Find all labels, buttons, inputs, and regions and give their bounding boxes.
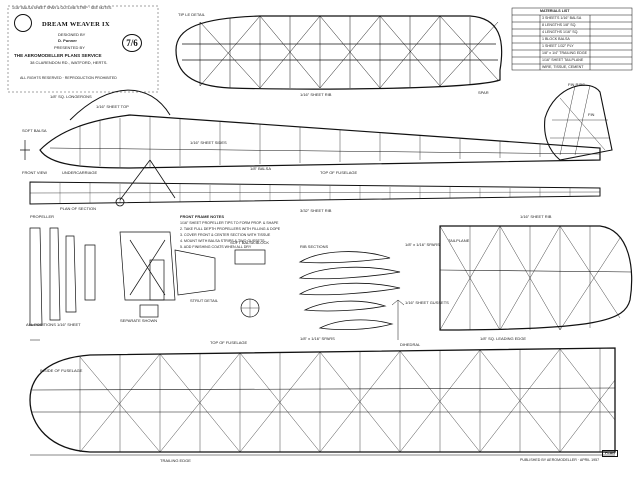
notes-line: 1/16" SHEET PROPELLER TIPS TO FORM PROP.…	[180, 221, 279, 225]
materials-row: 4 LENGTHS 1/16" SQ.	[542, 30, 579, 34]
wing-label: TIP LE DETAIL	[178, 12, 205, 17]
designer-name: D. Punner	[58, 38, 77, 43]
fuselage-label: 1/16" SHEET TOP	[96, 104, 129, 109]
plan-title: DREAM WEAVER IX	[42, 21, 110, 28]
wing-label: INSIDE OF FUSELAGE	[40, 368, 83, 373]
notes-line: 5. ADD FINISHING COATS WHEN ALL DRY	[180, 245, 252, 249]
formers-and-parts	[29, 227, 266, 326]
fuselage-plan-strip	[29, 181, 601, 205]
wing-label: SPAR	[478, 90, 489, 95]
fuselage-label: 1/16" SHEET SIDES	[190, 140, 227, 145]
tailplane	[439, 225, 633, 331]
materials-row: 8 LENGTHS 1/8" SQ.	[542, 23, 577, 27]
materials-row: 1 BLOCK BALSA	[542, 37, 570, 41]
misc-label: PROPELLER	[30, 214, 55, 219]
tail-label: FIN RIBS	[568, 82, 585, 87]
notes-line: 2. TAKE FULL DEPTH PROPELLERS WITH FILLI…	[180, 227, 281, 231]
presented-by: PRESENTED BY	[54, 45, 85, 50]
notes-line: 4. MOUNT WITH BALSA STRIPS & TWO GUSSETS	[180, 239, 265, 243]
misc-label: 1/8" x 1/16" SPARS	[405, 242, 440, 247]
wing-label: 1/16" SHEET RIB	[300, 92, 332, 97]
misc-label: RIB SECTIONS	[300, 244, 329, 249]
wing-label: TOP OF FUSELAGE	[210, 340, 248, 345]
materials-row: 1/8" x 1/4" TRAILING EDGE	[542, 51, 588, 55]
materials-row: 3 SHEETS 1/16" BALSA	[542, 16, 582, 20]
wing-label: TRAILING EDGE	[160, 458, 191, 463]
copyright-note: ALL RIGHTS RESERVED · REPRODUCTION PROHI…	[20, 76, 117, 80]
fuselage-label: FRONT VIEW	[22, 170, 48, 175]
company-name: THE AEROMODELLER PLANS SERVICE	[14, 53, 102, 58]
misc-label: SEPARATE SHOWN	[120, 318, 158, 323]
notes-line: 3. COVER FRONT & CENTER SECTION WITH TIS…	[180, 233, 271, 237]
tail-label: 1/16" SHEET RIB	[520, 214, 552, 219]
wing-label: 1/8" x 1/16" SPARS	[300, 336, 335, 341]
materials-heading: MATERIALS LIST	[540, 9, 570, 13]
wing-label: ALL POSITIONS 1/16" SHEET	[26, 322, 81, 327]
materials-table	[511, 7, 633, 71]
wing-label: 1/8" SQ. LEADING EDGE	[480, 336, 527, 341]
company-address: 38 CLARENDON RD., WATFORD, HERTS.	[30, 60, 108, 65]
misc-label: 1/16" SHEET GUSSETS	[405, 300, 449, 305]
fuselage-label: 1/8" SQ. LONGERONS	[50, 94, 92, 99]
fuselage-label: PLAN OF SECTION	[60, 206, 97, 211]
misc-label: 3/32" SHEET RIB	[300, 208, 332, 213]
price-badge: 7/6	[122, 34, 142, 52]
fuselage-side-view	[20, 89, 601, 207]
fuselage-label: 1/8" BALSA	[250, 166, 271, 171]
fuselage-label: TOP OF FUSELAGE	[320, 170, 358, 175]
materials-row: 1 SHEET 1/32" PLY	[542, 44, 574, 48]
misc-label: SOFT BALSA BLOCK	[230, 240, 270, 245]
fuselage-label: UNDERCARRIAGE	[62, 170, 98, 175]
fuselage-label: SOFT BALSA	[22, 128, 47, 133]
tail-label: TAILPLANE	[448, 238, 470, 243]
tail-label: FIN	[588, 112, 595, 117]
materials-row: 1/16" SHEET TAILPLANE	[542, 58, 584, 62]
publisher-footer: PUBLISHED BY AEROMODELLER · APRIL 1957	[520, 458, 600, 462]
misc-label: DIHEDRAL	[400, 342, 421, 347]
aeromodeller-logo-icon	[14, 14, 32, 32]
misc-label: STRUT DETAIL	[190, 298, 219, 303]
designer-line: DESIGNED BY	[58, 32, 86, 37]
notes-heading: FRONT FRAME NOTES	[180, 214, 224, 219]
rib-sections	[298, 251, 405, 340]
plan-stamp: PLAN	[602, 450, 618, 457]
materials-row: WIRE, TISSUE, CEMENT	[542, 65, 584, 69]
upper-wing-panel	[175, 15, 503, 90]
lower-wing-panel	[29, 339, 616, 456]
header-strip: 1/16" BALSA SHEET SPAR & OUTLINE STRIP ·…	[12, 6, 112, 10]
fin-rudder	[544, 84, 613, 161]
